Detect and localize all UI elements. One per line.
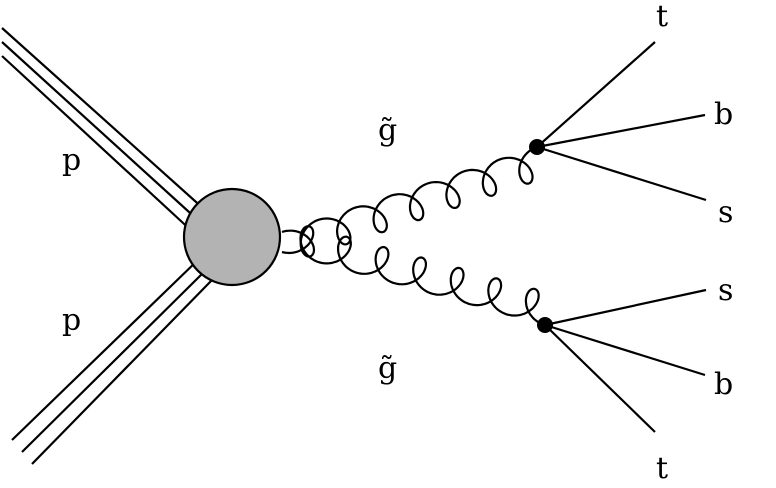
label-top-s: s: [718, 195, 733, 230]
label-bottom-b: b: [714, 367, 733, 402]
label-gluino-bottom: g̃: [378, 351, 397, 386]
gluino-line-bottom: [281, 225, 546, 327]
vertex-top: [529, 139, 545, 155]
decay-lines-bottom: [544, 288, 707, 433]
interaction-blob: [182, 187, 282, 287]
proton-line-bottom: [11, 257, 213, 465]
label-bottom-s: s: [718, 273, 733, 308]
proton-line-top: [1, 27, 206, 235]
label-proton-top: p: [62, 143, 81, 178]
decay-lines-top: [536, 41, 707, 202]
gluino-line-top: [281, 145, 538, 258]
vertex-bottom: [537, 317, 553, 333]
label-bottom-t: t: [656, 451, 668, 486]
label-top-t: t: [656, 0, 668, 34]
label-proton-bottom: p: [62, 303, 81, 338]
label-gluino-top: g̃: [378, 113, 397, 148]
label-top-b: b: [714, 97, 733, 132]
